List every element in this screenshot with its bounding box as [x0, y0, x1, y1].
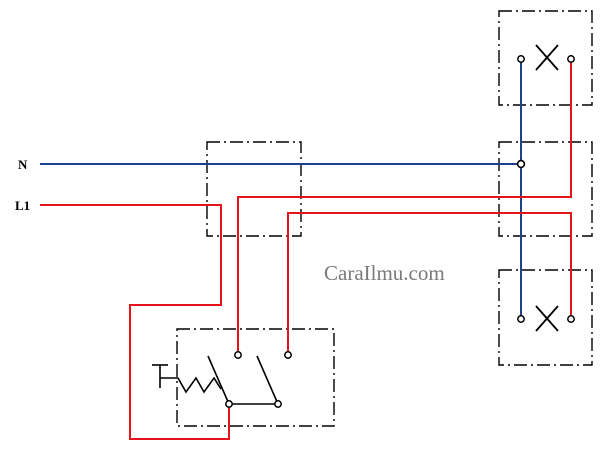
lamp-2-terminal-l	[567, 315, 575, 323]
switch-actuator	[159, 365, 222, 394]
lamp-junction-enclosure	[498, 141, 593, 237]
switch-enclosure	[176, 328, 335, 427]
lamp-1-enclosure	[498, 10, 593, 106]
switch-terminal-1	[234, 351, 242, 359]
label-neutral: N	[18, 157, 28, 172]
lamp-1-terminal-n	[517, 55, 525, 63]
line-feed-wire	[40, 204, 230, 440]
neutral-wires	[40, 59, 522, 319]
switch-common-terminal	[225, 400, 233, 408]
switch-terminal-2	[284, 351, 292, 359]
label-line: L1	[15, 198, 30, 213]
lamp-2-enclosure	[498, 269, 593, 366]
junction-box	[206, 141, 302, 237]
neutral-junction-node	[516, 159, 526, 169]
switched-wire-lamp-1	[237, 59, 572, 355]
switched-wire-lamp-2	[287, 212, 572, 355]
double-switch	[152, 351, 292, 408]
line-wires	[40, 59, 572, 440]
switch-contact-1	[207, 355, 230, 405]
lamp-2	[517, 305, 575, 332]
switch-common-terminal-2	[274, 400, 282, 408]
switch-contact-2	[256, 355, 279, 405]
lamp-1	[517, 44, 575, 71]
lamp-2-terminal-n	[517, 315, 525, 323]
watermark: CaraIlmu.com	[324, 261, 445, 285]
lamp-1-terminal-l	[567, 55, 575, 63]
